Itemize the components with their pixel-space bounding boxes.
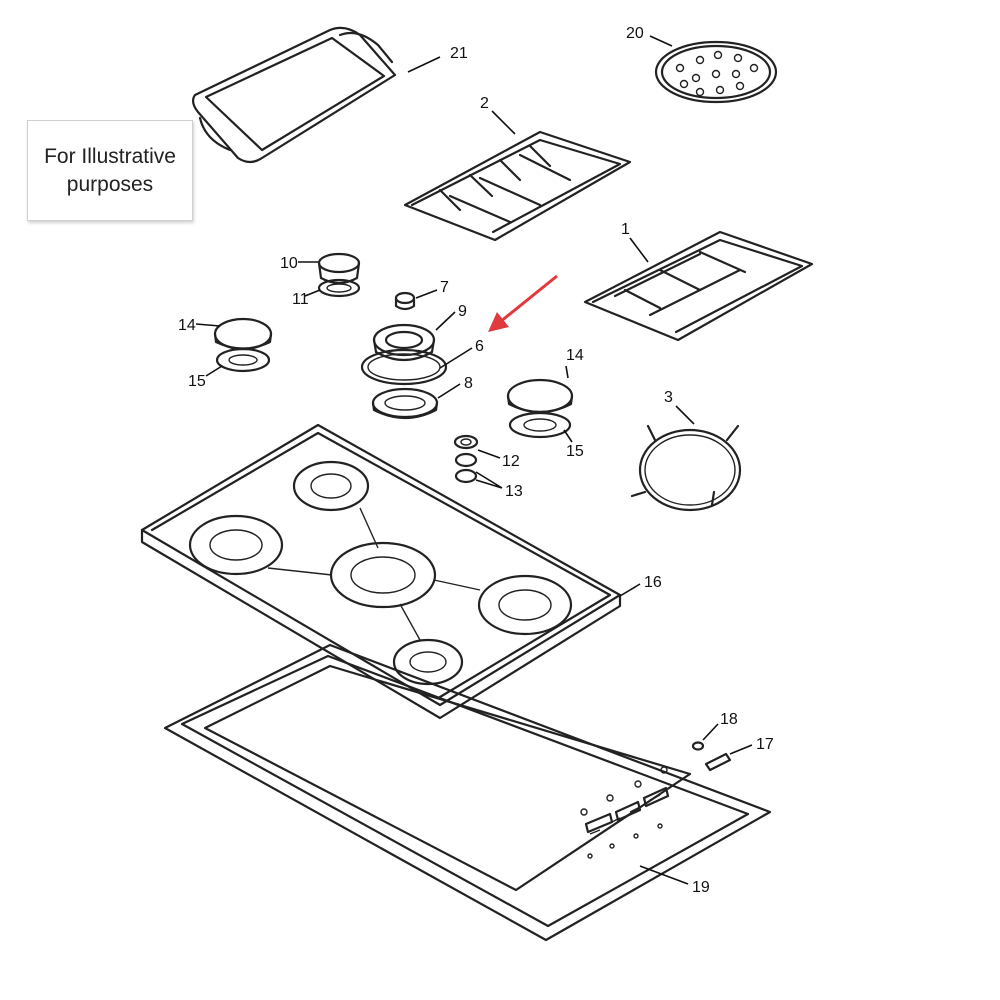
- label-10: 10: [280, 255, 298, 272]
- part-6-ring: [360, 348, 448, 386]
- leader-11: [304, 289, 321, 297]
- part-20-simmer-plate: [654, 40, 778, 104]
- part-14-15-left-burner: [213, 317, 273, 373]
- label-9: 9: [458, 303, 467, 320]
- label-12: 12: [502, 453, 520, 470]
- part-16-cooktop: [140, 423, 622, 720]
- leader-19: [639, 865, 689, 885]
- leader-2: [491, 110, 516, 135]
- label-14a: 14: [178, 317, 196, 334]
- label-11: 11: [292, 291, 309, 308]
- leader-14a: [195, 323, 221, 327]
- label-3: 3: [664, 389, 673, 406]
- part-12-13-injectors: [453, 434, 479, 484]
- leader-15b: [563, 429, 573, 443]
- label-13: 13: [505, 483, 523, 500]
- label-15a: 15: [188, 373, 206, 390]
- part-10-11-small-burner: [317, 252, 361, 298]
- part-9-burner-crown: [372, 323, 436, 362]
- label-16: 16: [644, 574, 662, 591]
- leader-16: [619, 583, 641, 597]
- part-7-small-cap: [394, 291, 416, 311]
- leader-12: [477, 449, 501, 459]
- part-19-frame: [163, 643, 772, 942]
- label-19: 19: [692, 879, 710, 896]
- leader-9: [435, 311, 456, 331]
- label-17: 17: [756, 736, 774, 753]
- leader-18: [702, 723, 719, 741]
- leader-15a: [205, 365, 223, 377]
- leader-3: [675, 405, 695, 425]
- leader-20: [649, 35, 673, 47]
- red-arrow-icon: [488, 274, 558, 332]
- part-8-burner-base: [371, 387, 439, 420]
- label-8: 8: [464, 375, 473, 392]
- leader-14b: [565, 365, 569, 379]
- part-1-grate: [583, 230, 814, 342]
- part-3-wok-ring: [630, 424, 742, 512]
- label-18: 18: [720, 711, 738, 728]
- part-2-grate: [403, 130, 632, 242]
- part-14-15-right-burner: [506, 378, 574, 439]
- leader-8: [437, 383, 461, 399]
- label-21: 21: [450, 45, 468, 62]
- illustrative-note: For Illustrative purposes: [27, 120, 193, 221]
- part-17-18-clips: [691, 741, 732, 772]
- illustrative-note-text: For Illustrative purposes: [44, 144, 176, 196]
- label-1: 1: [621, 221, 630, 238]
- leader-21: [407, 56, 441, 73]
- leader-13: [475, 471, 503, 489]
- label-14b: 14: [566, 347, 584, 364]
- leader-7: [415, 289, 438, 299]
- leader-6: [439, 347, 473, 369]
- label-2: 2: [480, 95, 489, 112]
- label-20: 20: [626, 25, 644, 42]
- leader-17: [729, 744, 753, 755]
- label-7: 7: [440, 279, 449, 296]
- label-15b: 15: [566, 443, 584, 460]
- part-21-griddle: [191, 26, 397, 164]
- leader-1: [629, 237, 649, 263]
- label-6: 6: [475, 338, 484, 355]
